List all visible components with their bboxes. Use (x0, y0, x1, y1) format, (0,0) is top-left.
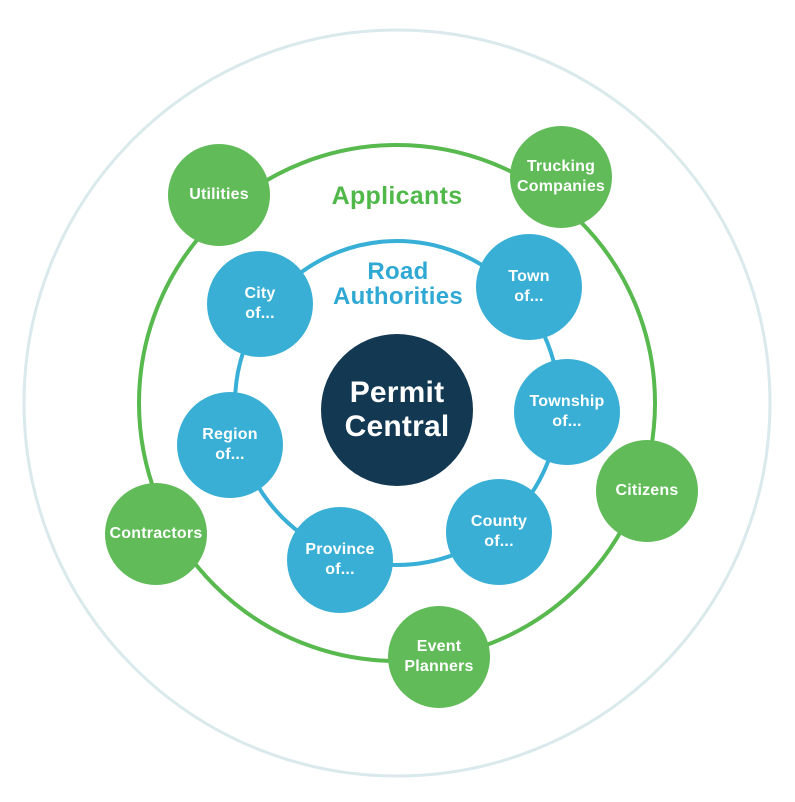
node-township-of: Township of... (514, 359, 620, 465)
node-citizens-label: Citizens (615, 482, 679, 499)
permit-central-node: Permit Central (321, 334, 473, 486)
node-township-of-label: Township of... (529, 393, 605, 430)
node-contractors: Contractors (105, 483, 207, 585)
node-event-planners: Event Planners (388, 606, 490, 708)
node-town-of: Town of... (476, 234, 582, 340)
applicants-ring-label: Applicants (331, 181, 463, 210)
outer-ring (22, 28, 772, 778)
node-region-of: Region of... (177, 392, 283, 498)
node-citizens: Citizens (596, 440, 698, 542)
node-town-of-label: Town of... (508, 268, 550, 305)
road-authorities-ring-label: Road Authorities (333, 257, 463, 310)
node-trucking-companies-label: Trucking Companies (516, 158, 606, 195)
node-utilities: Utilities (168, 144, 270, 246)
node-region-of-label: Region of... (202, 426, 258, 463)
node-trucking-companies: Trucking Companies (510, 126, 612, 228)
node-utilities-label: Utilities (189, 186, 249, 203)
node-county-of-label: County of... (470, 513, 528, 550)
permit-central-label: Permit Central (344, 375, 450, 444)
node-event-planners-label: Event Planners (404, 638, 474, 675)
node-province-of-label: Province of... (305, 541, 375, 578)
node-city-of: City of... (207, 251, 313, 357)
node-city-of-label: City of... (244, 285, 276, 322)
node-province-of: Province of... (287, 507, 393, 613)
node-county-of: County of... (446, 479, 552, 585)
node-contractors-label: Contractors (109, 525, 203, 542)
